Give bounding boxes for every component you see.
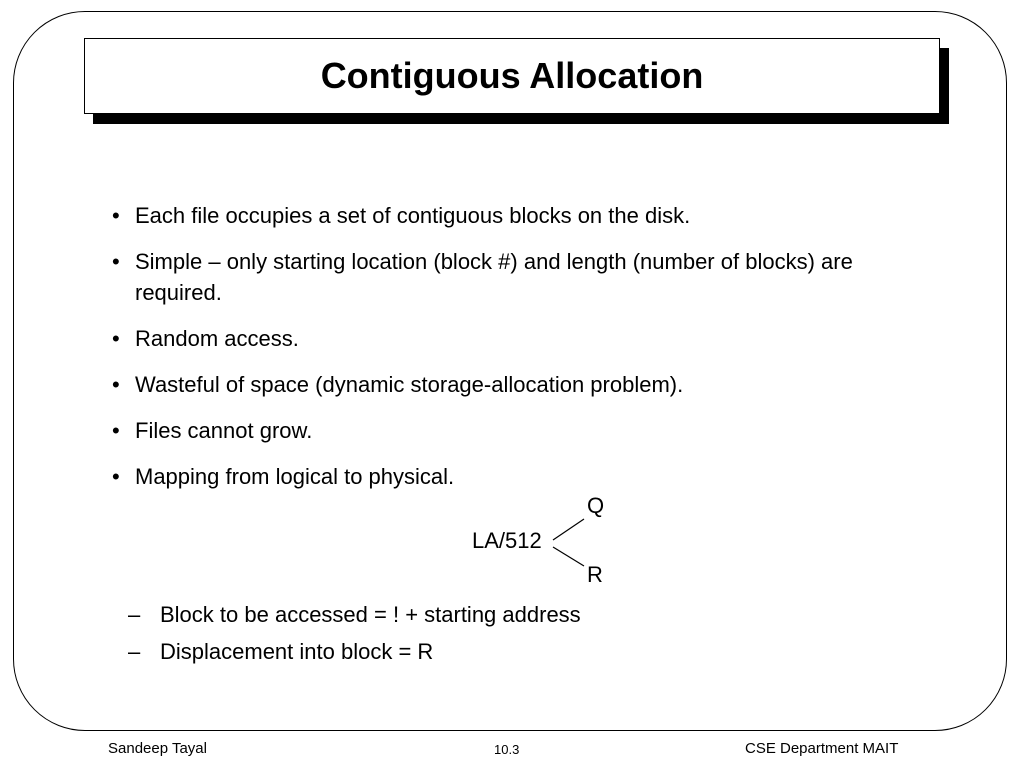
sub-bullet-text: Block to be accessed = ! + starting addr… bbox=[160, 602, 581, 627]
remainder-label: R bbox=[587, 562, 603, 587]
quotient-label: Q bbox=[587, 493, 605, 518]
sub-bullet-text: Displacement into block = R bbox=[160, 639, 434, 664]
bullet-text: Wasteful of space (dynamic storage-alloc… bbox=[135, 372, 684, 397]
dash-icon: – bbox=[128, 639, 141, 664]
division-branch-lines bbox=[552, 518, 585, 567]
bullet-text: Each file occupies a set of contiguous b… bbox=[135, 203, 691, 228]
quotient-branch-line bbox=[552, 518, 585, 541]
bullet-dot-icon: • bbox=[112, 418, 120, 443]
sub-bullet-item: – Block to be accessed = ! + starting ad… bbox=[128, 600, 828, 630]
bullet-item: • Each file occupies a set of contiguous… bbox=[108, 200, 888, 231]
bullet-dot-icon: • bbox=[112, 326, 120, 351]
footer-page-number: 10.3 bbox=[494, 742, 520, 757]
bullet-item: • Simple – only starting location (block… bbox=[108, 246, 888, 308]
bullet-dot-icon: • bbox=[112, 464, 120, 489]
title-box: Contiguous Allocation bbox=[84, 38, 940, 114]
dividend-label: LA/512 bbox=[472, 528, 542, 553]
sub-bullet-list: – Block to be accessed = ! + starting ad… bbox=[128, 600, 828, 674]
bullet-text: Files cannot grow. bbox=[135, 418, 313, 443]
bullet-dot-icon: • bbox=[112, 203, 120, 228]
bullet-dot-icon: • bbox=[112, 249, 120, 274]
bullet-text: Random access. bbox=[135, 326, 299, 351]
footer-department: CSE Department MAIT bbox=[745, 740, 899, 757]
bullet-text: Mapping from logical to physical. bbox=[135, 464, 455, 489]
slide-frame bbox=[13, 11, 1007, 731]
bullet-item: • Mapping from logical to physical. bbox=[108, 461, 888, 492]
bullet-list: • Each file occupies a set of contiguous… bbox=[108, 200, 888, 507]
slide-title: Contiguous Allocation bbox=[320, 55, 704, 96]
sub-bullet-item: – Displacement into block = R bbox=[128, 637, 828, 667]
bullet-item: • Files cannot grow. bbox=[108, 415, 888, 446]
bullet-dot-icon: • bbox=[112, 372, 120, 397]
remainder-branch-line bbox=[552, 546, 585, 567]
dash-icon: – bbox=[128, 602, 141, 627]
bullet-text: Simple – only starting location (block #… bbox=[135, 249, 853, 305]
division-diagram: LA/512 Q R bbox=[460, 490, 620, 590]
bullet-item: • Wasteful of space (dynamic storage-all… bbox=[108, 369, 888, 400]
footer-author: Sandeep Tayal bbox=[108, 740, 207, 757]
bullet-item: • Random access. bbox=[108, 323, 888, 354]
